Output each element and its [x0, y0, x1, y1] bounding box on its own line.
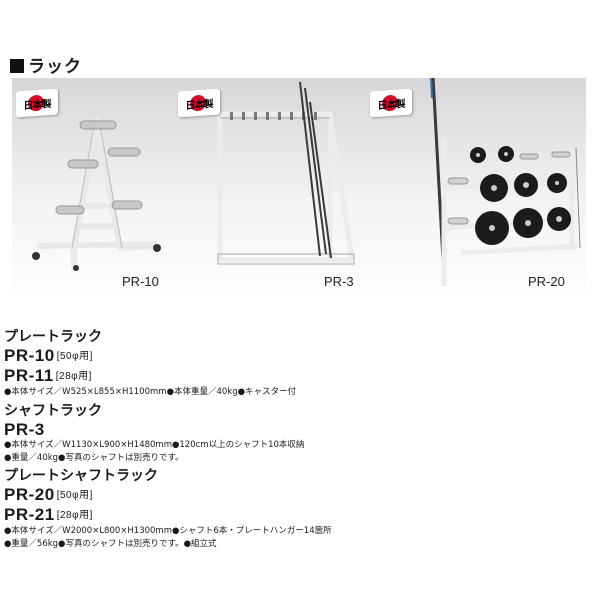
made-in-japan-label: 日本製 [185, 99, 213, 112]
product-photo-band: 日本製 [12, 57, 586, 300]
model-line: PR-10[50φ用] [4, 346, 296, 366]
category-heading: シャフトラック [4, 403, 102, 419]
spec-block-shaft-rack: シャフトラック PR-3 ●本体サイズ／W1130×L900×H1480mm●1… [4, 400, 304, 465]
category-heading: プレートラック [4, 329, 102, 345]
shaft-rack-illustration [217, 81, 355, 265]
spec-block-plate-shaft-rack: プレートシャフトラック PR-20[50φ用] PR-21[28φ用] ●本体サ… [4, 465, 332, 551]
square-bullet-icon [10, 59, 24, 73]
bore-size: [28φ用] [55, 371, 92, 382]
model-code: PR-10 [4, 346, 55, 365]
spec-line: ●本体サイズ／W2000×L800×H1300mm●シャフト6本・プレートハンガ… [4, 526, 332, 536]
made-in-japan-label: 日本製 [23, 99, 51, 112]
photo-pr-20: 日本製 [370, 57, 586, 300]
model-code: PR-3 [4, 420, 45, 439]
spec-line: ●重量／56kg●写真のシャフトは別売りです。●組立式 [4, 539, 217, 549]
bore-size: [50φ用] [56, 490, 93, 501]
model-code: PR-20 [4, 485, 55, 504]
model-code: PR-11 [4, 366, 54, 385]
section-title: ラック [10, 52, 82, 77]
model-line: PR-3 [4, 420, 304, 439]
made-in-japan-flag: 日本製 [370, 88, 412, 118]
section-title-text: ラック [28, 57, 82, 77]
spec-line: ●本体サイズ／W525×L855×H1100mm●本体重量／40kg●キャスター… [4, 387, 297, 397]
made-in-japan-flag: 日本製 [178, 88, 220, 118]
made-in-japan-label: 日本製 [377, 99, 405, 112]
model-line: PR-11[28φ用] [4, 366, 296, 386]
photo-pr-3: 日本製 [178, 78, 402, 300]
model-label-pr-10: PR-10 [122, 274, 159, 289]
model-label-pr-3: PR-3 [324, 274, 354, 289]
bore-size: [28φ用] [56, 510, 93, 521]
model-label-pr-20: PR-20 [528, 274, 565, 289]
bore-size: [50φ用] [56, 351, 93, 362]
spec-block-plate-rack: プレートラック PR-10[50φ用] PR-11[28φ用] ●本体サイズ／W… [4, 326, 296, 399]
plate-shaft-rack-illustration [429, 57, 581, 286]
photo-pr-10: 日本製 [12, 78, 202, 300]
spec-line: ●本体サイズ／W1130×L900×H1480mm●120cm以上のシャフト10… [4, 440, 305, 450]
spec-line: ●重量／40kg●写真のシャフトは別売りです。 [4, 453, 184, 463]
plate-tree-rack-illustration [32, 117, 161, 271]
model-code: PR-21 [4, 505, 55, 524]
model-line: PR-20[50φ用] [4, 485, 332, 505]
made-in-japan-flag: 日本製 [16, 88, 58, 118]
category-heading: プレートシャフトラック [4, 468, 158, 484]
model-line: PR-21[28φ用] [4, 505, 332, 525]
